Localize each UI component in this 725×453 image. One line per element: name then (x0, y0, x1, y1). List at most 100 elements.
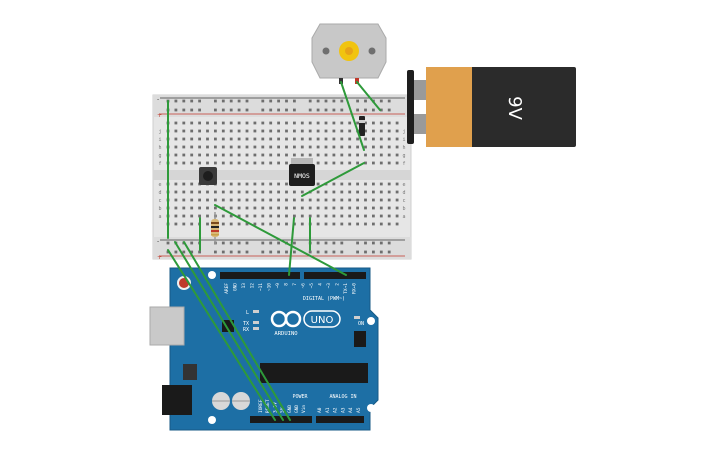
breadboard-hole (229, 214, 233, 218)
diode[interactable] (359, 116, 365, 136)
breadboard-hole (206, 206, 209, 210)
breadboard-hole (245, 129, 249, 133)
breadboard-hole (253, 145, 257, 149)
breadboard-hole (293, 153, 296, 157)
power-pin-label: GND (287, 405, 293, 413)
breadboard-hole (285, 214, 288, 218)
breadboard-hole (285, 108, 288, 112)
battery-9v[interactable]: 9V (407, 67, 576, 147)
power-pin-label: Vin (301, 405, 307, 413)
breadboard-hole (348, 153, 352, 157)
breadboard-hole (198, 129, 201, 133)
breadboard-hole (324, 206, 328, 210)
breadboard-hole (316, 99, 320, 103)
digital-pin-label: RX←0 (352, 283, 358, 294)
breadboard-hole (174, 161, 178, 165)
wire-diode-to-transistor[interactable] (301, 162, 365, 197)
breadboard-hole (261, 241, 265, 245)
breadboard-hole (293, 137, 296, 141)
breadboard-hole (308, 198, 312, 202)
breadboard-hole (237, 121, 241, 125)
wires[interactable] (167, 81, 381, 421)
wire-rail-to-gnd2[interactable] (167, 249, 276, 421)
breadboard-hole (364, 108, 367, 112)
pushbutton[interactable] (199, 167, 217, 185)
breadboard-hole (387, 214, 391, 218)
breadboard-hole (245, 214, 249, 218)
breadboard-hole (206, 190, 209, 194)
breadboard-hole (348, 129, 352, 133)
breadboard-hole (332, 161, 336, 165)
nmos-transistor[interactable]: NMOS (289, 158, 315, 186)
breadboard-hole (182, 198, 186, 202)
power-pin-label: RESET (265, 399, 271, 413)
breadboard-hole (269, 190, 273, 194)
breadboard-hole (372, 108, 375, 112)
breadboard-hole (269, 198, 273, 202)
wire-rail-to-gnd[interactable] (183, 241, 291, 421)
breadboard-hole (174, 222, 178, 226)
breadboard-hole (364, 99, 367, 103)
breadboard-hole (198, 161, 201, 165)
breadboard-hole (316, 129, 320, 133)
breadboard-hole (237, 161, 241, 165)
breadboard-hole (174, 250, 178, 254)
breadboard-hole (316, 198, 320, 202)
breadboard-hole (229, 182, 233, 186)
breadboard-hole (356, 214, 359, 218)
breadboard-hole (237, 214, 241, 218)
breadboard-hole (261, 182, 265, 186)
breadboard-hole (364, 182, 367, 186)
breadboard-hole (332, 153, 336, 157)
breadboard-hole (221, 161, 225, 165)
breadboard-hole (285, 198, 288, 202)
breadboard-hole (277, 206, 280, 210)
breadboard-hole (379, 145, 383, 149)
breadboard-hole (221, 108, 225, 112)
breadboard-hole (379, 206, 383, 210)
breadboard-hole (340, 99, 344, 103)
breadboard-hole (174, 129, 178, 133)
breadboard-hole (379, 161, 383, 165)
breadboard-hole (206, 198, 209, 202)
digital-pin-label: ~11 (258, 283, 264, 291)
breadboard-hole (293, 214, 296, 218)
breadboard-hole (324, 137, 328, 141)
breadboard-hole (253, 190, 257, 194)
breadboard-hole (190, 222, 194, 226)
battery-voltage-label: 9V (504, 96, 525, 120)
wire-motor-to-battery[interactable] (356, 81, 381, 111)
breadboard-hole (340, 145, 344, 149)
wire-transistor-to-pin9[interactable] (288, 217, 295, 276)
breadboard-hole (221, 121, 225, 125)
breadboard-hole (340, 222, 344, 226)
arduino-brand: ARDUINO (274, 331, 297, 337)
breadboard-hole (221, 129, 225, 133)
breadboard-hole (372, 198, 375, 202)
digital-pin-label: ~10 (267, 283, 273, 291)
breadboard-hole (293, 99, 296, 103)
breadboard-hole (182, 153, 186, 157)
rail-plus-label-top: + (157, 112, 162, 119)
wire-motor-to-diode[interactable] (340, 81, 365, 151)
wire-resistor-to-pin[interactable] (214, 204, 347, 276)
breadboard-hole (269, 161, 273, 165)
wire-rail-to-5v[interactable] (174, 241, 284, 421)
breadboard-hole (293, 129, 296, 133)
breadboard-hole (277, 198, 280, 202)
dc-motor[interactable] (311, 23, 387, 84)
breadboard-hole (245, 121, 249, 125)
breadboard-hole (379, 121, 383, 125)
breadboard-hole (229, 198, 233, 202)
resistor[interactable] (211, 212, 219, 244)
breadboard-hole (182, 214, 186, 218)
arduino-uno[interactable]: UNO ARDUINO DIGITAL (PWM~) ON L TX RX PO… (149, 267, 379, 431)
breadboard-hole (364, 198, 367, 202)
breadboard-hole (214, 153, 217, 157)
breadboard-hole (285, 250, 288, 254)
breadboard-hole (253, 121, 257, 125)
breadboard-hole (372, 153, 375, 157)
breadboard-hole (206, 137, 209, 141)
